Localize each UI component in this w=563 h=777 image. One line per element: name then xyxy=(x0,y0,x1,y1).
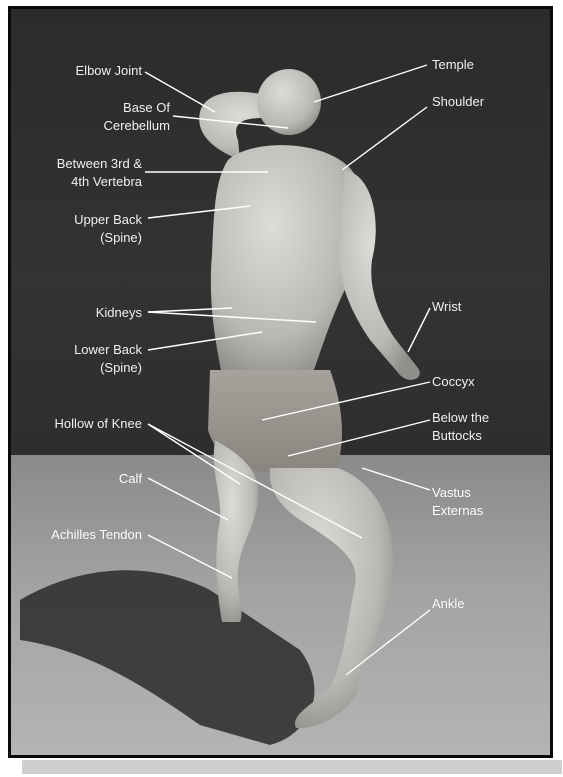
label-temple: Temple xyxy=(432,56,474,73)
label-base-of-cerebellum-line2: Cerebellum xyxy=(60,117,170,134)
line-upper-back xyxy=(148,206,250,218)
label-kidneys: Kidneys xyxy=(40,304,142,321)
line-wrist xyxy=(408,308,430,352)
label-ankle: Ankle xyxy=(432,595,465,612)
label-vastus-externas-line2: Externas xyxy=(432,502,483,519)
line-temple xyxy=(314,65,427,102)
line-calf xyxy=(148,478,228,520)
label-elbow-joint: Elbow Joint xyxy=(40,62,142,79)
label-between-vertebra-line2: 4th Vertebra xyxy=(22,173,142,190)
line-shoulder xyxy=(342,107,427,170)
line-kidneys-b xyxy=(148,312,316,322)
line-kidneys-a xyxy=(148,308,232,312)
label-upper-back-line1: Upper Back xyxy=(40,211,142,228)
label-achilles-tendon: Achilles Tendon xyxy=(20,526,142,543)
line-vastus-externas xyxy=(362,468,430,490)
line-base-of-cerebellum xyxy=(173,116,288,128)
label-coccyx: Coccyx xyxy=(432,373,475,390)
label-between-vertebra-line1: Between 3rd & xyxy=(22,155,142,172)
line-lower-back xyxy=(148,332,262,350)
line-below-buttocks xyxy=(288,420,430,456)
line-achilles-tendon xyxy=(148,535,232,578)
label-upper-back-line2: (Spine) xyxy=(40,229,142,246)
line-hollow-of-knee-a xyxy=(148,424,240,484)
label-below-buttocks-line1: Below the xyxy=(432,409,489,426)
label-lower-back-line2: (Spine) xyxy=(40,359,142,376)
line-ankle xyxy=(346,610,430,675)
line-coccyx xyxy=(262,382,430,420)
label-below-buttocks-line2: Buttocks xyxy=(432,427,482,444)
label-lower-back-line1: Lower Back xyxy=(40,341,142,358)
label-base-of-cerebellum-line1: Base Of xyxy=(60,99,170,116)
label-wrist: Wrist xyxy=(432,298,461,315)
label-vastus-externas-line1: Vastus xyxy=(432,484,471,501)
label-calf: Calf xyxy=(40,470,142,487)
label-hollow-of-knee: Hollow of Knee xyxy=(24,415,142,432)
line-hollow-of-knee-b xyxy=(148,424,362,538)
label-shoulder: Shoulder xyxy=(432,93,484,110)
